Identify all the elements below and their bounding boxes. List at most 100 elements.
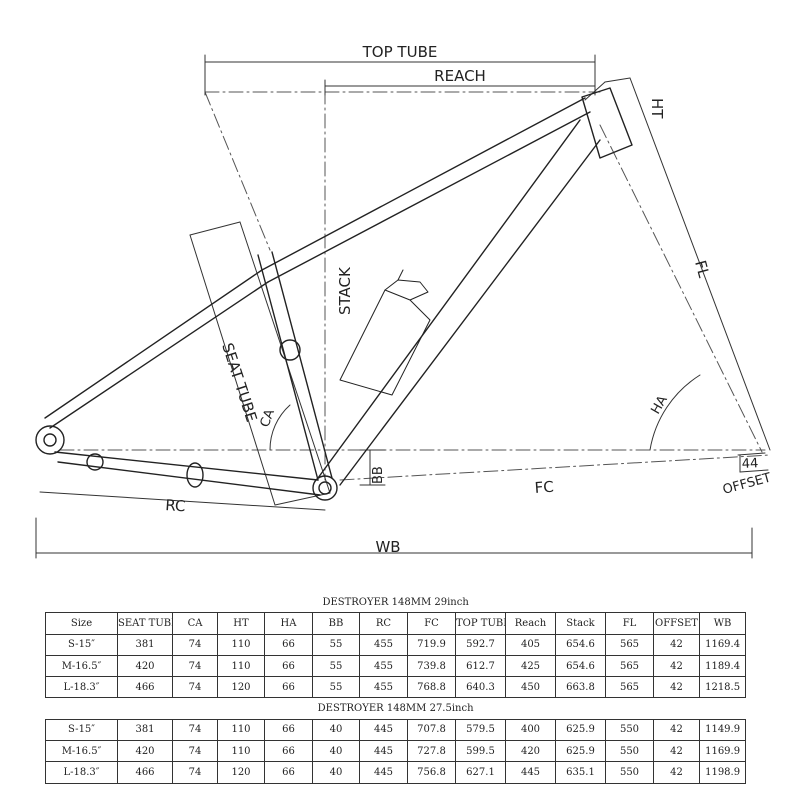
table-cell: 42	[653, 654, 700, 678]
top-tube-label: TOP TUBE	[362, 43, 438, 61]
table-header-cell: TOP TUBE	[455, 612, 506, 635]
table-cell: 66	[264, 761, 313, 784]
table-cell: 550	[605, 740, 654, 763]
table-cell: M-16.5″	[45, 740, 118, 763]
table-cell: 455	[359, 676, 408, 699]
table-cell: 55	[312, 633, 360, 656]
table-cell: L-18.3″	[45, 676, 118, 699]
table-section-title: DESTROYER 148MM 29inch	[45, 592, 746, 614]
table-cell: 599.5	[455, 740, 506, 763]
table-cell: 55	[312, 676, 360, 699]
table-cell: 565	[605, 676, 654, 699]
table-cell: 466	[117, 676, 173, 699]
table-cell: 120	[217, 761, 265, 784]
table-cell: 1169.9	[698, 740, 747, 763]
rc-label: RC	[165, 496, 186, 515]
table-cell: S-15″	[45, 718, 118, 742]
table-header-cell: Size	[45, 612, 118, 635]
table-cell: 445	[359, 761, 408, 784]
table-cell: 635.1	[555, 761, 606, 784]
table-cell: 66	[264, 718, 313, 742]
table-header-cell: BB	[312, 612, 360, 635]
table-cell: 592.7	[455, 633, 506, 656]
table-cell: 707.8	[407, 718, 456, 742]
table-cell: L-18.3″	[45, 761, 118, 784]
table-cell: 425	[505, 654, 556, 678]
table-cell: 74	[172, 676, 218, 699]
table-cell: 663.8	[555, 676, 606, 699]
table-cell: 74	[172, 633, 218, 656]
table-section-title-row: DESTROYER 148MM 29inch	[45, 592, 746, 614]
fc-label: FC	[534, 478, 554, 497]
table-header-cell: FC	[407, 612, 456, 635]
table-header-cell: OFFSET	[653, 612, 700, 635]
table-cell: 1189.4	[698, 654, 747, 678]
table-cell: 654.6	[555, 654, 606, 678]
table-cell: 579.5	[455, 718, 506, 742]
table-cell: 550	[605, 718, 654, 742]
table-cell: 420	[505, 740, 556, 763]
table-cell: 74	[172, 761, 218, 784]
table-cell: 40	[312, 761, 360, 784]
table-cell: 739.8	[407, 654, 456, 678]
table-cell: 40	[312, 718, 360, 742]
table-header-cell: HA	[264, 612, 313, 635]
table-cell: 110	[217, 633, 265, 656]
table-cell: 1149.9	[698, 718, 747, 742]
table-header-cell: Stack	[555, 612, 606, 635]
table-cell: 42	[653, 740, 700, 763]
table-cell: 719.9	[407, 633, 456, 656]
angle-arcs	[269, 374, 701, 451]
table-cell: 565	[605, 654, 654, 678]
seat-tube-label: SEAT TUBE	[218, 341, 260, 424]
table-section-title-row: DESTROYER 148MM 27.5inch	[45, 697, 746, 720]
fork-length-band	[584, 77, 771, 451]
table-cell: 1198.9	[698, 761, 747, 784]
table-cell: 42	[653, 676, 700, 699]
table-header-cell: SEAT TUBE	[117, 612, 173, 635]
table-cell: 66	[264, 740, 313, 763]
table-section-title: DESTROYER 148MM 27.5inch	[45, 697, 746, 720]
bb-label: BB	[371, 466, 386, 484]
table-cell: 74	[172, 740, 218, 763]
table-cell: 550	[605, 761, 654, 784]
wb-label: WB	[375, 538, 400, 556]
table-cell: 654.6	[555, 633, 606, 656]
dimension-labels: TOP TUBE REACH HT STACK FL SEAT TUBE CA …	[165, 43, 773, 556]
table-cell: 640.3	[455, 676, 506, 699]
reference-lines	[59, 89, 771, 481]
table-cell: 110	[217, 718, 265, 742]
table-header-cell: HT	[217, 612, 265, 635]
table-cell: 66	[264, 654, 313, 678]
frame-tubes	[35, 87, 633, 501]
table-cell: 110	[217, 654, 265, 678]
table-cell: 466	[117, 761, 173, 784]
table-cell: 565	[605, 633, 654, 656]
dimension-lines	[35, 54, 769, 559]
table-cell: 120	[217, 676, 265, 699]
table-cell: 625.9	[555, 740, 606, 763]
ha-label: HA	[648, 393, 670, 417]
table-cell: 625.9	[555, 718, 606, 742]
offset-label: OFFSET	[721, 471, 773, 498]
table-cell: 66	[264, 633, 313, 656]
table-cell: 612.7	[455, 654, 506, 678]
ht-label: HT	[648, 98, 666, 119]
table-cell: 42	[653, 718, 700, 742]
table-cell: 420	[117, 654, 173, 678]
table-cell: 55	[312, 654, 360, 678]
table-cell: 66	[264, 676, 313, 699]
table-cell: S-15″	[45, 633, 118, 656]
table-cell: 74	[172, 654, 218, 678]
frame-geometry-diagram: TOP TUBE REACH HT STACK FL SEAT TUBE CA …	[35, 43, 773, 559]
table-header-cell: RC	[359, 612, 408, 635]
table-cell: 1169.4	[698, 633, 747, 656]
table-cell: 420	[117, 740, 173, 763]
table-cell: 445	[505, 761, 556, 784]
